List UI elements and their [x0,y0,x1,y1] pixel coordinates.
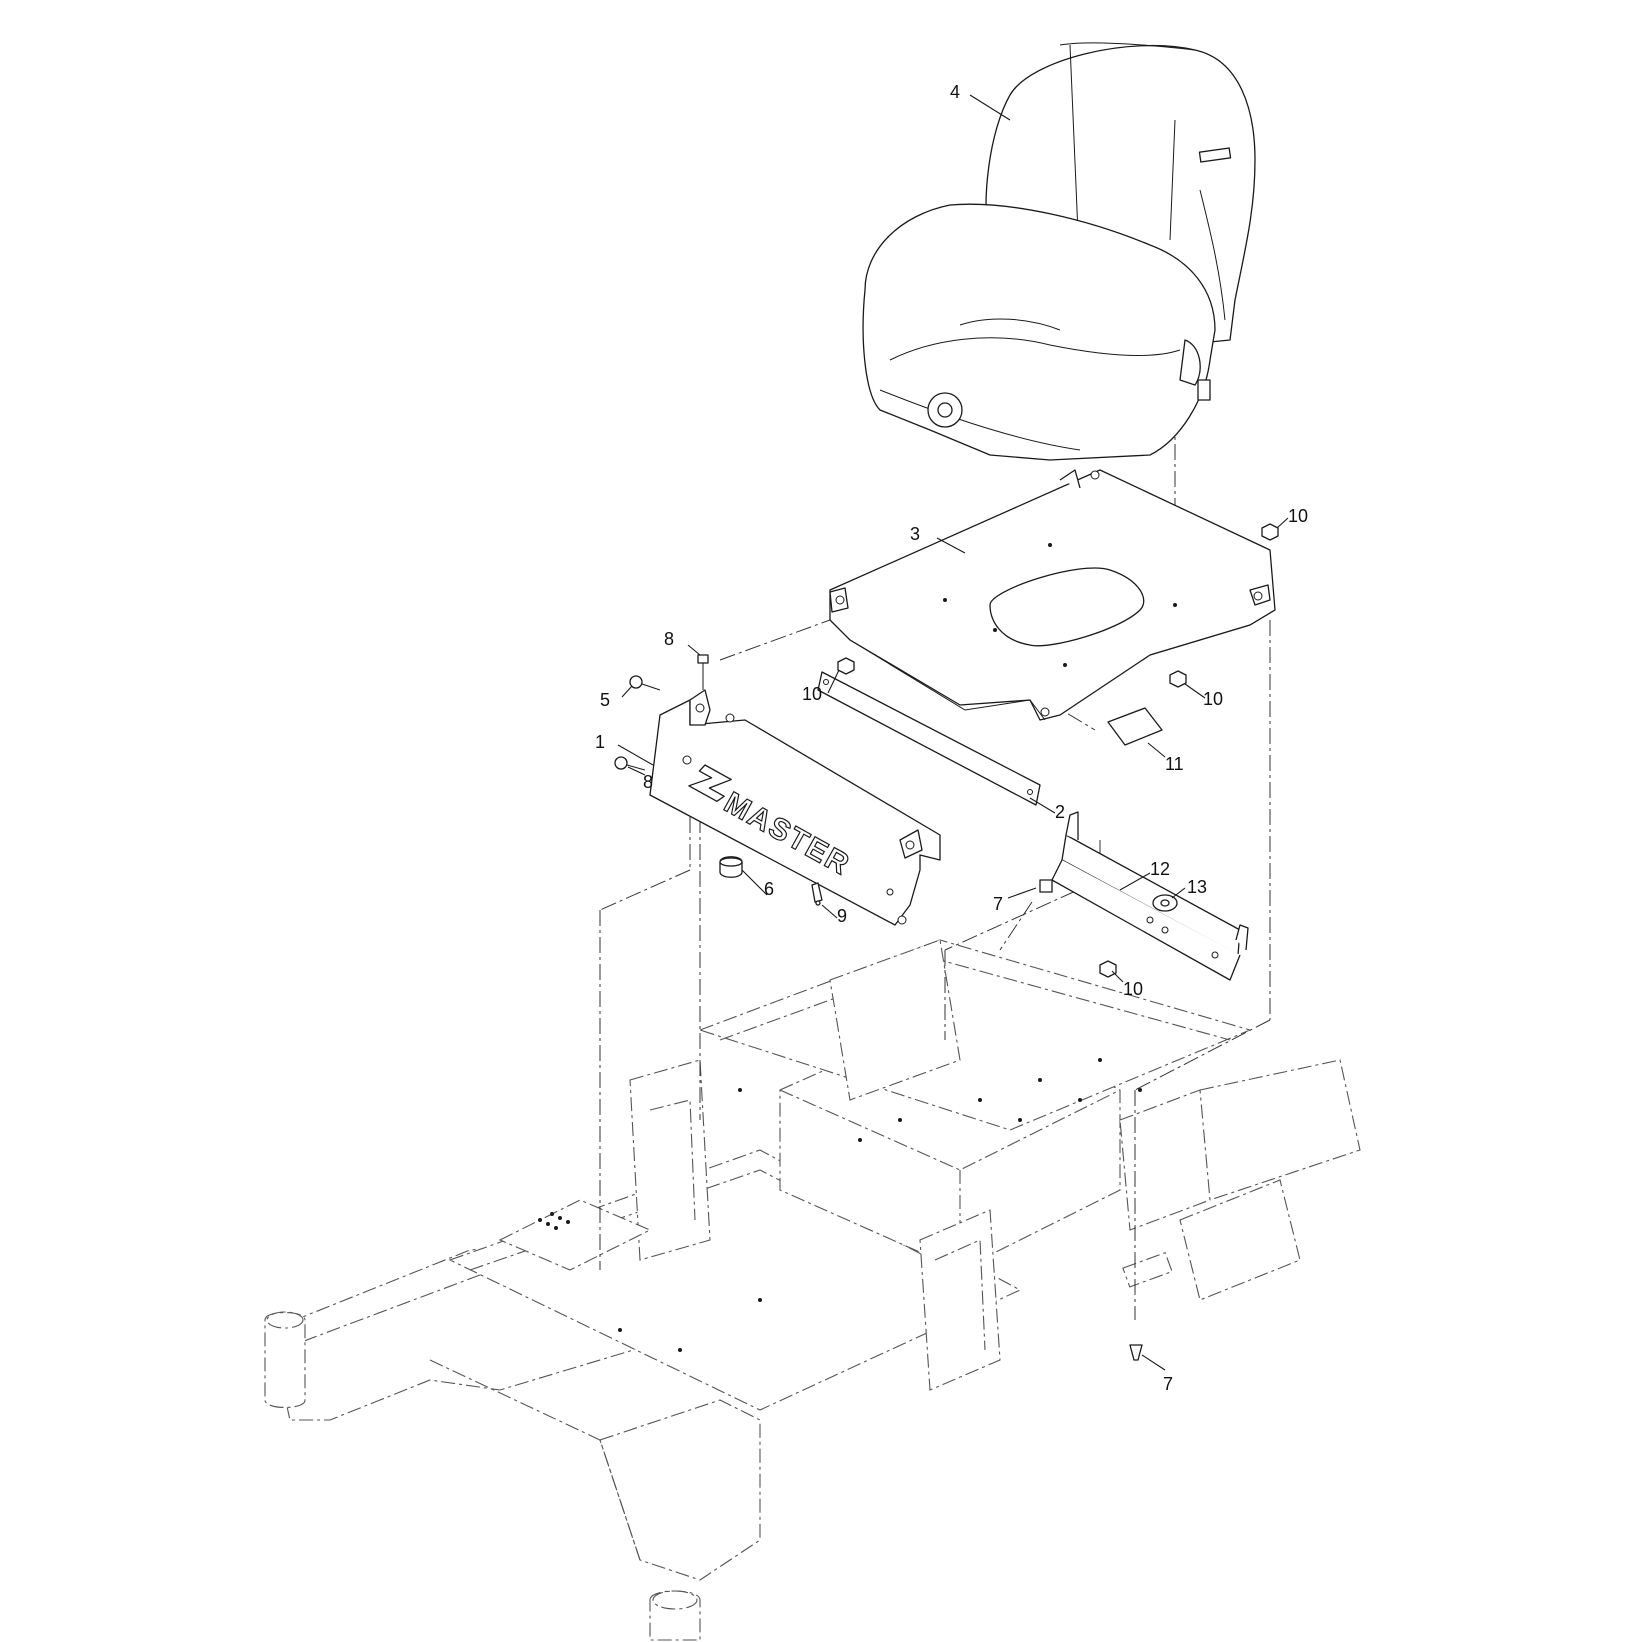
seat [862,42,1256,461]
callout-13: 13 [1187,877,1207,897]
mower-frame [264,939,1361,1641]
callout-10-below-plate: 10 [1203,689,1223,709]
decal [1107,707,1163,746]
callout-10-top-right: 10 [1288,506,1308,526]
hardware [614,523,1279,1361]
seat-mount-plate [829,469,1276,721]
callout-8-top: 8 [664,629,674,649]
callout-10-bottom: 10 [1123,979,1143,999]
callout-5: 5 [600,690,610,710]
leader-lines [617,94,1289,1371]
callout-6: 6 [764,879,774,899]
callout-7-bracket: 7 [993,894,1003,914]
callout-12: 12 [1150,859,1170,879]
callout-9: 9 [837,906,847,926]
callouts: 4 3 10 8 10 10 5 1 11 2 8 12 13 6 7 9 10… [595,82,1308,1394]
callout-11: 11 [1165,754,1184,774]
front-panel: MASTER [649,689,941,926]
callout-4: 4 [950,82,960,102]
callout-7-bottom: 7 [1163,1374,1173,1394]
callout-1: 1 [595,732,605,752]
rear-strap [817,671,1041,806]
rear-bracket [1051,811,1249,981]
callout-10-left: 10 [802,684,822,704]
callout-3: 3 [910,524,920,544]
callout-2: 2 [1055,802,1065,822]
callout-8-left: 8 [643,772,653,792]
